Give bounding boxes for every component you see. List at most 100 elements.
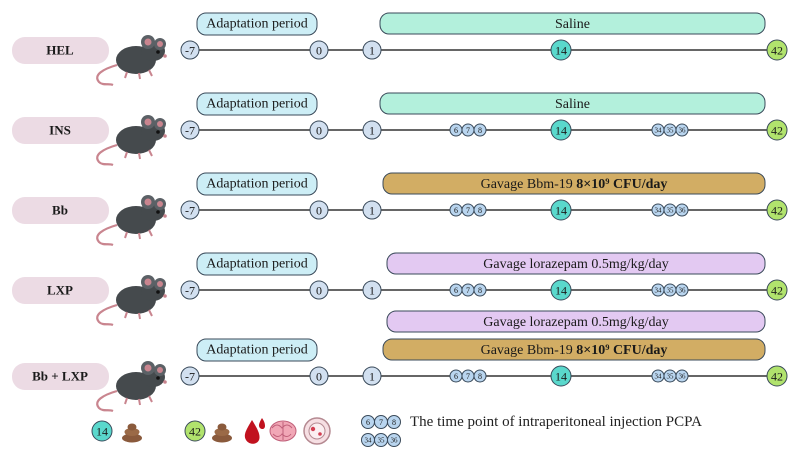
injection-day-35-label: 35 — [667, 287, 675, 295]
injection-day-6: 6 — [449, 203, 463, 217]
adaptation-period-bubble: Adaptation period — [196, 172, 318, 196]
legend-day14-node: 14 — [91, 420, 113, 442]
injection-day-34-label: 34 — [655, 207, 663, 215]
day-node-42-label: 42 — [771, 204, 783, 218]
day-node-0-label: 0 — [316, 204, 322, 218]
group-label-pill: Bb — [12, 197, 109, 224]
injection-day-35: 35 — [663, 123, 677, 137]
treatment-bar-saline: Saline — [379, 92, 766, 115]
day-node-14-label: 14 — [555, 284, 567, 298]
day-node-minus7: -7 — [180, 366, 200, 386]
injection-day-7-label: 7 — [466, 126, 470, 135]
day-node-14-label: 14 — [555, 124, 567, 138]
day-node-1: 1 — [362, 366, 382, 386]
mouse-icon — [96, 359, 168, 413]
injection-day-35-label: 35 — [667, 207, 675, 215]
adaptation-period-text: Adaptation period — [206, 177, 307, 192]
day-node-14-label: 14 — [555, 370, 567, 384]
injection-day-36: 36 — [675, 283, 689, 297]
injection-day-36: 36 — [675, 203, 689, 217]
day-node-42-label: 42 — [771, 44, 783, 58]
injection-day-7-label: 7 — [466, 206, 470, 215]
adaptation-period-text: Adaptation period — [206, 97, 307, 112]
day-node-42: 42 — [766, 39, 788, 61]
group-label-pill: INS — [12, 117, 109, 144]
legend-injection-day-34: 34 — [361, 433, 375, 447]
injection-day-6: 6 — [449, 283, 463, 297]
injection-day-36: 36 — [675, 369, 689, 383]
day-node-14-label: 14 — [555, 204, 567, 218]
legend-day42-node-label: 42 — [189, 425, 201, 439]
injection-day-7: 7 — [461, 283, 475, 297]
injection-day-36-label: 36 — [679, 287, 687, 295]
treatment-text: Saline — [555, 17, 590, 32]
adaptation-period-bubble: Adaptation period — [196, 338, 318, 362]
injection-day-6-label: 6 — [454, 126, 458, 135]
injection-day-34: 34 — [651, 203, 665, 217]
mouse-icon — [96, 113, 168, 167]
group-label-text: LXP — [47, 283, 73, 298]
injection-day-34: 34 — [651, 369, 665, 383]
day-node-14: 14 — [550, 279, 572, 301]
day-node-minus7-label: -7 — [185, 284, 195, 298]
day-node-0: 0 — [309, 366, 329, 386]
day-node-14-label: 14 — [555, 44, 567, 58]
day-node-0-label: 0 — [316, 370, 322, 384]
day-node-14: 14 — [550, 199, 572, 221]
treatment-bar-lxp: Gavage lorazepam 0.5mg/kg/day — [386, 252, 766, 275]
legend-injection-day-35-label: 35 — [378, 437, 386, 445]
injection-day-36-label: 36 — [679, 127, 687, 135]
day-node-minus7-label: -7 — [185, 124, 195, 138]
day-node-minus7-label: -7 — [185, 370, 195, 384]
injection-day-8-label: 8 — [478, 206, 482, 215]
legend-injection-day-7: 7 — [374, 415, 388, 429]
injection-day-35-label: 35 — [667, 373, 675, 381]
adaptation-period-text: Adaptation period — [206, 17, 307, 32]
day-node-42: 42 — [766, 199, 788, 221]
adaptation-period-bubble: Adaptation period — [196, 92, 318, 116]
legend-injection-day-7-label: 7 — [379, 418, 383, 427]
injection-day-8-label: 8 — [478, 372, 482, 381]
day-node-1: 1 — [362, 280, 382, 300]
feces-icon — [122, 423, 142, 443]
day-node-42-label: 42 — [771, 370, 783, 384]
day-node-0: 0 — [309, 40, 329, 60]
group-label-text: INS — [49, 123, 71, 138]
day-node-0-label: 0 — [316, 124, 322, 138]
day-node-42: 42 — [766, 365, 788, 387]
treatment-text: Gavage Bbm-19 8×10⁹ CFU/day — [481, 177, 668, 192]
injection-day-6: 6 — [449, 123, 463, 137]
day-node-1-label: 1 — [369, 44, 375, 58]
day-node-1-label: 1 — [369, 204, 375, 218]
legend-injection-day-6-label: 6 — [366, 418, 370, 427]
day-node-1: 1 — [362, 40, 382, 60]
injection-day-8: 8 — [473, 283, 487, 297]
injection-day-35-label: 35 — [667, 127, 675, 135]
day-node-minus7: -7 — [180, 120, 200, 140]
day-node-1: 1 — [362, 200, 382, 220]
treatment-text: Gavage Bbm-19 8×10⁹ CFU/day — [481, 343, 668, 358]
legend-injection-day-36: 36 — [387, 433, 401, 447]
injection-day-34: 34 — [651, 283, 665, 297]
day-node-minus7: -7 — [180, 40, 200, 60]
day-node-1-label: 1 — [369, 370, 375, 384]
injection-day-8: 8 — [473, 123, 487, 137]
day-node-14: 14 — [550, 119, 572, 141]
feces-icon — [212, 423, 232, 443]
legend-injection-day-6: 6 — [361, 415, 375, 429]
injection-day-36: 36 — [675, 123, 689, 137]
treatment-text: Saline — [555, 97, 590, 112]
treatment-bar-bbm: Gavage Bbm-19 8×10⁹ CFU/day — [382, 172, 766, 195]
legend-injection-day-8: 8 — [387, 415, 401, 429]
day-node-1-label: 1 — [369, 124, 375, 138]
day-node-1: 1 — [362, 120, 382, 140]
group-label-pill: HEL — [12, 37, 109, 64]
injection-day-34-label: 34 — [655, 287, 663, 295]
brain-icon — [269, 420, 297, 442]
treatment-bar-lxp: Gavage lorazepam 0.5mg/kg/day — [386, 310, 766, 333]
adaptation-period-bubble: Adaptation period — [196, 12, 318, 36]
